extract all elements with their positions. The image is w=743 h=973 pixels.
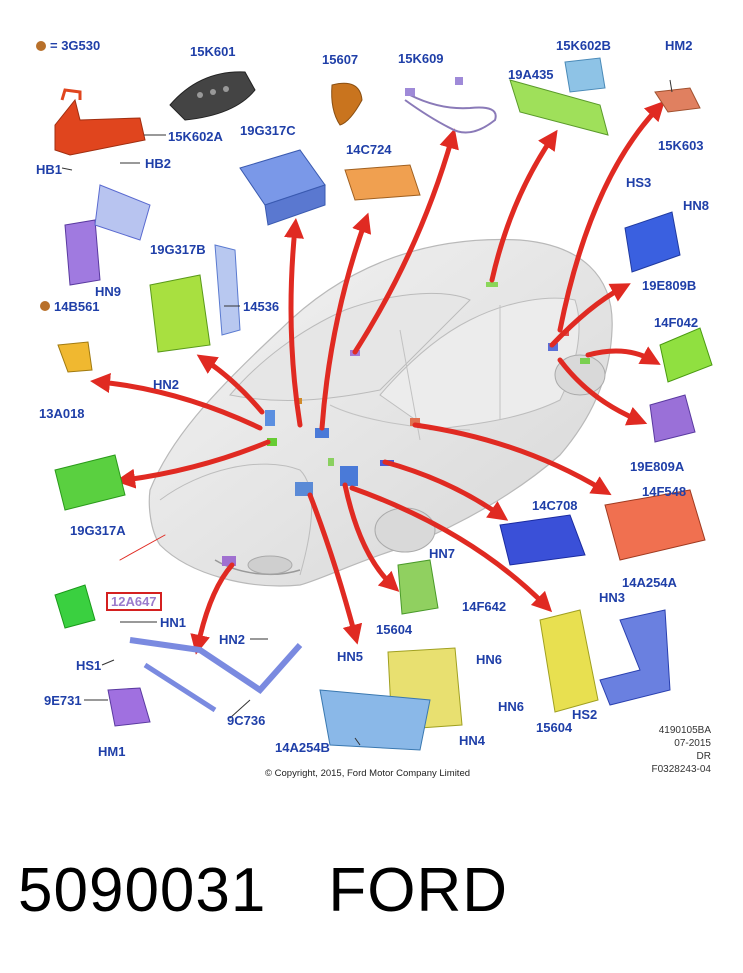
- sensor-13A018: [57, 341, 93, 373]
- label-12A647-highlighted[interactable]: 12A647: [106, 592, 162, 611]
- label-15K609: 15K609: [398, 51, 444, 66]
- module-14C708: [499, 514, 586, 566]
- label-14A254B: 14A254B: [275, 740, 330, 755]
- label-19A435: 19A435: [508, 67, 554, 82]
- ref-code-2: 07-2015: [674, 738, 711, 749]
- label-HN6-right: HN6: [498, 699, 525, 714]
- label-HN5: HN5: [337, 649, 364, 664]
- label-14C708: 14C708: [532, 498, 578, 513]
- fastener-dot-14B561: [40, 301, 50, 311]
- reference-codes: 4190105BA 07-2015 DR F0328243-04: [645, 724, 712, 776]
- label-HN2-lower: HN2: [219, 632, 246, 647]
- module-19E809B: [624, 211, 681, 273]
- module-15K602B: [564, 57, 606, 93]
- key-fob-15K601: [169, 71, 256, 121]
- bracket-15K603: [654, 87, 701, 113]
- label-14B561: 14B561: [54, 299, 100, 314]
- label-9C736: 9C736: [227, 713, 266, 728]
- label-15607: 15607: [322, 52, 359, 67]
- label-15604-center: 15604: [376, 622, 413, 637]
- label-14A254A: 14A254A: [622, 575, 677, 590]
- leader-lines: [61, 79, 673, 746]
- module-19G317A: [54, 454, 126, 511]
- module-19A435: [509, 79, 609, 136]
- label-HN7: HN7: [429, 546, 456, 561]
- label-19E809B: 19E809B: [642, 278, 697, 293]
- fuse-box-15604-right: [539, 609, 599, 713]
- label-19E809A: 19E809A: [630, 459, 685, 474]
- parts-diagram: [54, 57, 713, 751]
- label-19G317C: 19G317C: [240, 123, 296, 138]
- label-15604-right: 15604: [536, 720, 573, 735]
- label-HN4: HN4: [459, 733, 486, 748]
- sensor-15607: [331, 82, 363, 126]
- sensor-12A647: [54, 584, 96, 629]
- label-14536: 14536: [243, 299, 280, 314]
- label-14F642: 14F642: [462, 599, 507, 614]
- label-15K602B: 15K602B: [556, 38, 611, 53]
- tray-14A254B: [319, 689, 431, 751]
- label-HN2-upper: HN2: [153, 377, 180, 392]
- module-14F642: [397, 559, 439, 615]
- label-HN8: HN8: [683, 198, 710, 213]
- ref-code-1: 4190105BA: [658, 725, 711, 736]
- label-14C724: 14C724: [346, 142, 392, 157]
- label-HS3: HS3: [626, 175, 652, 190]
- label-9E731: 9E731: [44, 693, 82, 708]
- label-HN3: HN3: [599, 590, 626, 605]
- label-HM2: HM2: [665, 38, 693, 53]
- label-14F042: 14F042: [654, 315, 699, 330]
- label-15K603: 15K603: [658, 138, 704, 153]
- copyright-notice: © Copyright, 2015, Ford Motor Company Li…: [265, 768, 471, 779]
- ref-code-3: DR: [696, 751, 711, 762]
- callout-arrows: [90, 100, 665, 655]
- brand-name: FORD: [328, 856, 509, 925]
- label-15K602A: 15K602A: [168, 129, 223, 144]
- module-19G317C: [239, 149, 326, 226]
- label-15K601: 15K601: [190, 44, 236, 59]
- label-HB2: HB2: [145, 156, 172, 171]
- label-HN1: HN1: [160, 615, 187, 630]
- legend-text: = 3G530: [50, 38, 101, 53]
- legend-dot-3G530: [36, 41, 46, 51]
- label-19G317A: 19G317A: [70, 523, 126, 538]
- bracket-15K602A: [54, 88, 146, 156]
- label-HS2: HS2: [572, 707, 598, 722]
- label-HN9: HN9: [95, 284, 122, 299]
- module-14C724: [344, 164, 421, 201]
- antenna-cable-15K609: [404, 77, 497, 134]
- label-HB1: HB1: [36, 162, 63, 177]
- module-19G317B: [149, 274, 211, 353]
- label-HN6-center: HN6: [476, 652, 503, 667]
- module-14F548: [604, 489, 706, 561]
- part-number: 5090031: [18, 856, 267, 925]
- module-19E809A: [649, 394, 696, 443]
- bracket-14536: [214, 244, 241, 336]
- label-13A018: 13A018: [39, 406, 85, 421]
- module-14B561: [64, 219, 101, 286]
- bracket-14A254A: [599, 609, 671, 706]
- label-HS1: HS1: [76, 658, 102, 673]
- module-9E731: [107, 687, 151, 727]
- module-14F042: [659, 327, 713, 383]
- label-14F548: 14F548: [642, 484, 687, 499]
- bracket-HB2: [94, 184, 151, 241]
- label-HM1: HM1: [98, 744, 126, 759]
- ref-code-4: F0328243-04: [651, 764, 712, 775]
- label-19G317B: 19G317B: [150, 242, 206, 257]
- front-carrier-9C736: [129, 637, 303, 713]
- footer-caption: 5090031 FORD: [18, 855, 508, 926]
